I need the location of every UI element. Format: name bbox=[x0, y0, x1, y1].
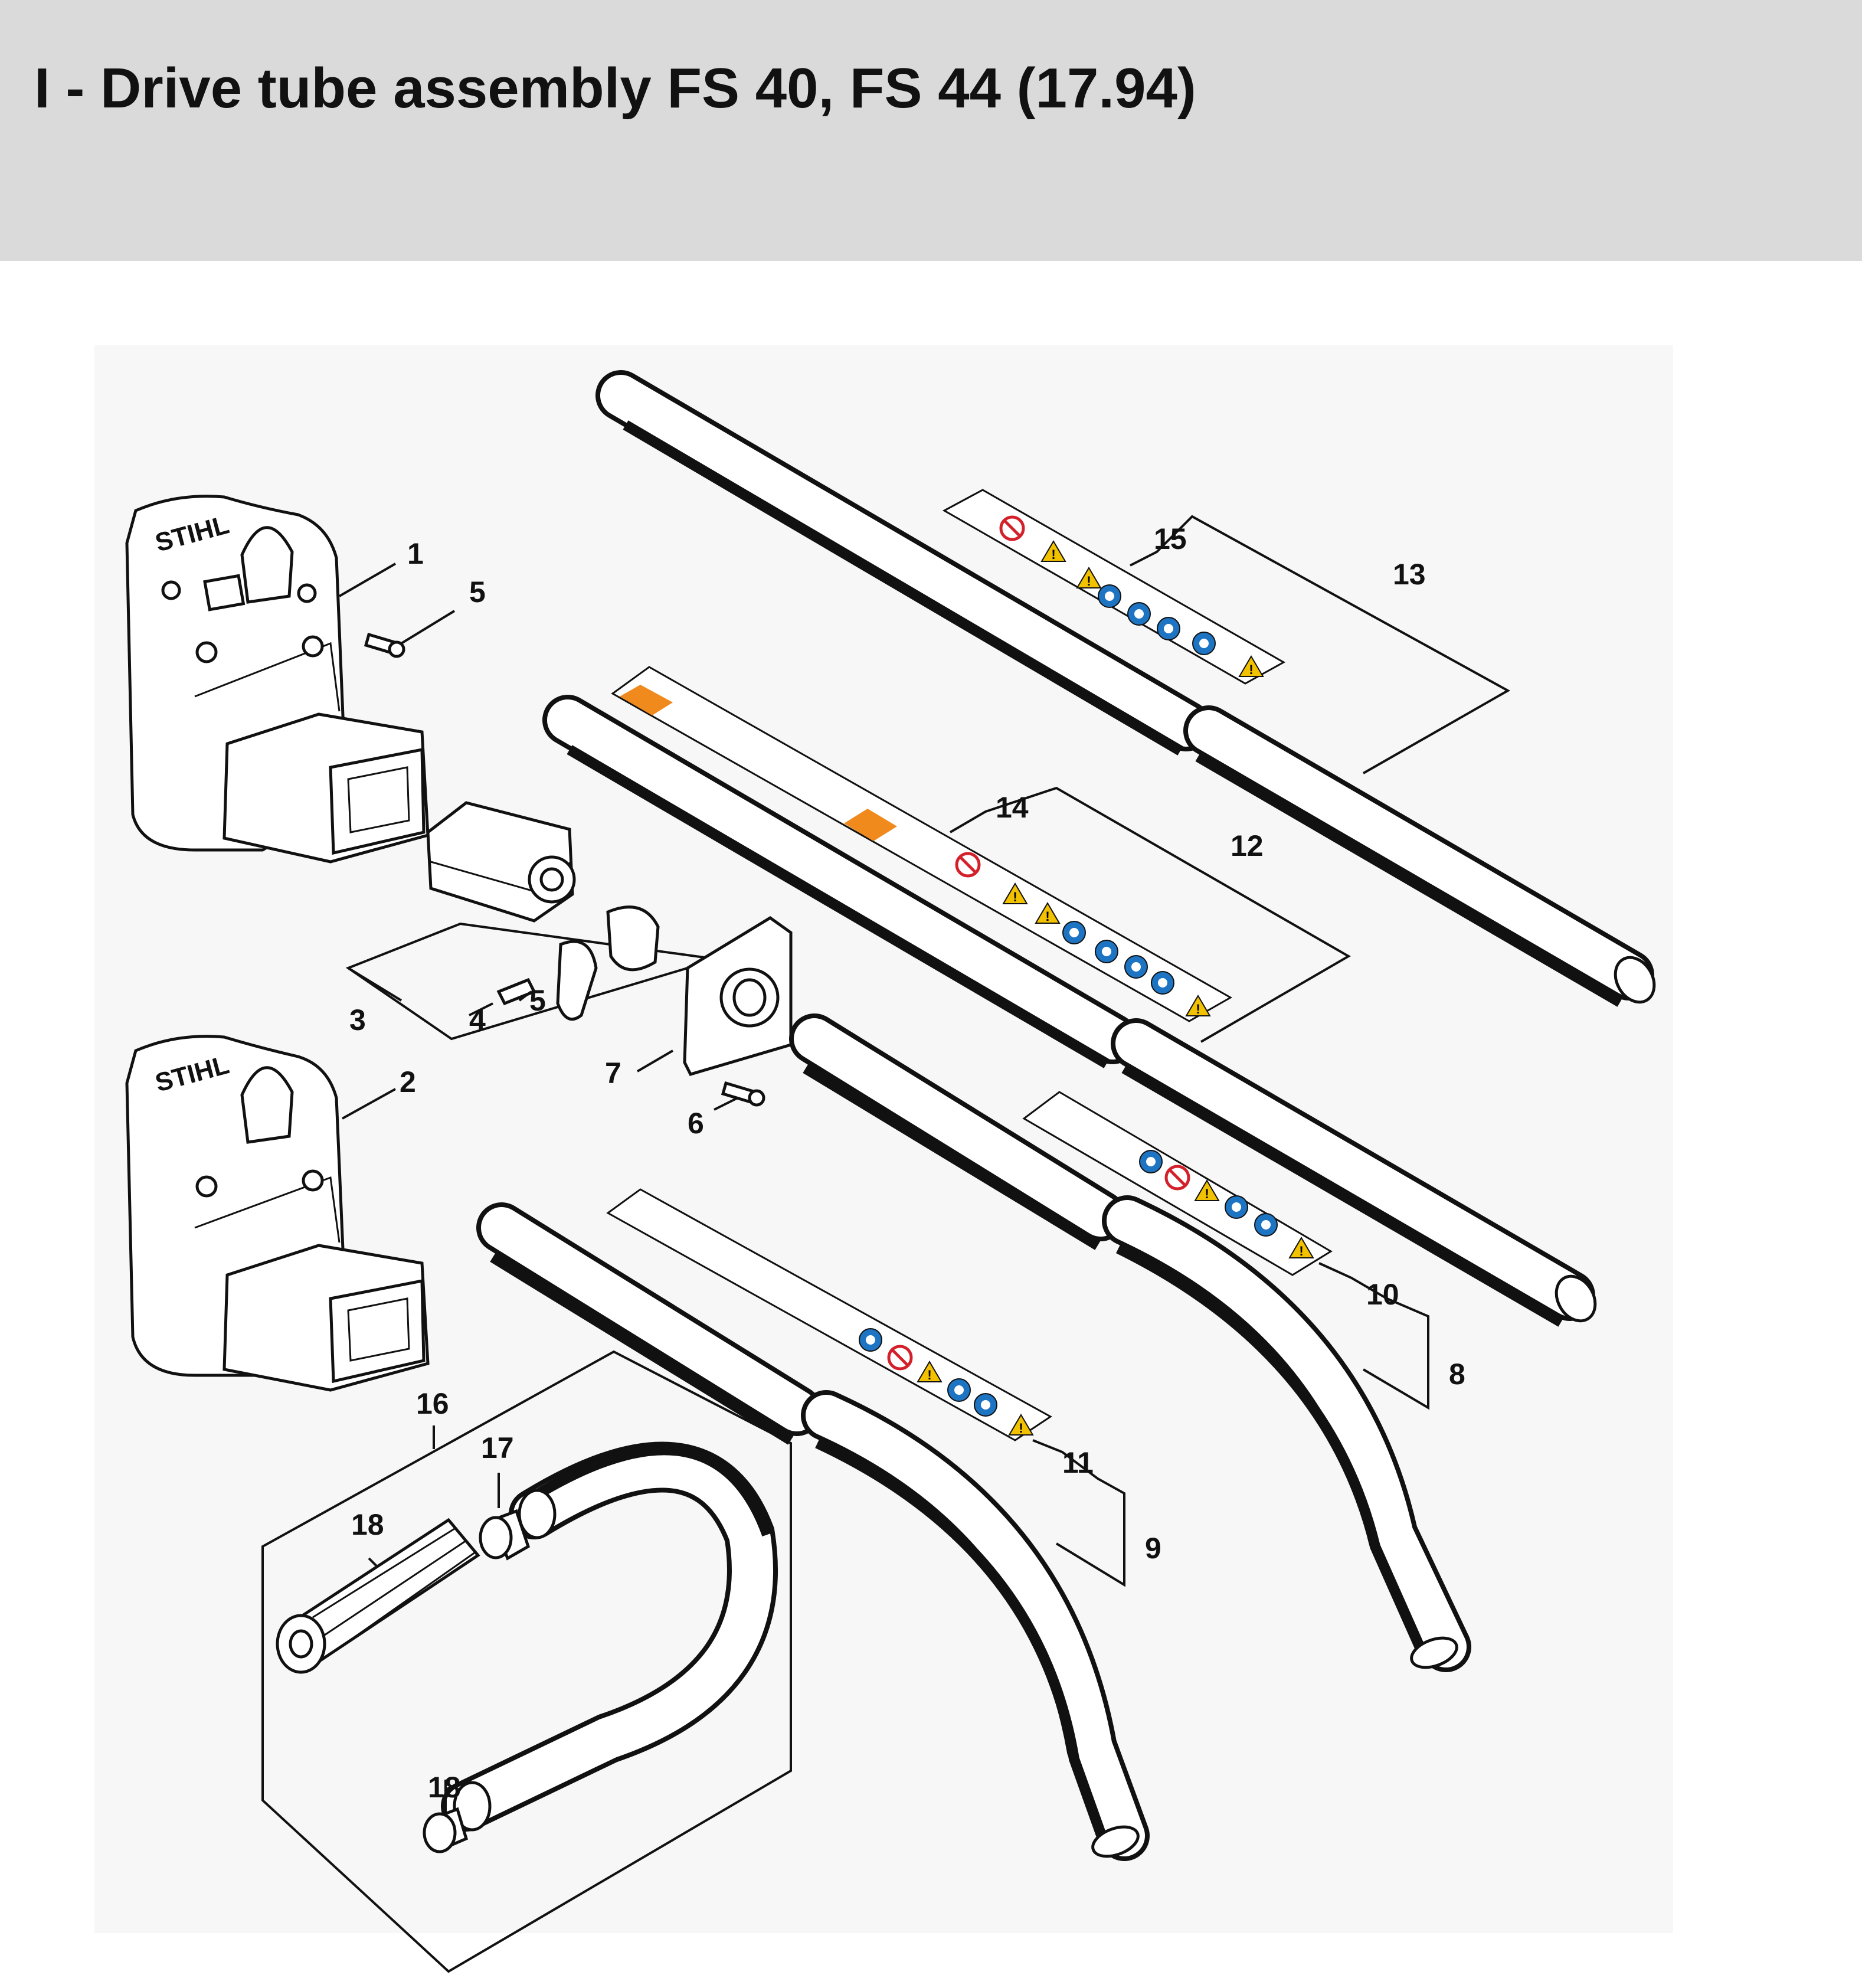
group-bracket-16 bbox=[261, 1350, 792, 1973]
callout-18-lower: 18 bbox=[428, 1771, 461, 1804]
callout-17: 17 bbox=[481, 1431, 514, 1464]
callout-10: 10 bbox=[1366, 1278, 1399, 1311]
callout-5-upper: 5 bbox=[469, 576, 486, 609]
callout-11: 11 bbox=[1062, 1446, 1094, 1479]
warning-label-11 bbox=[606, 1188, 1052, 1441]
callout-1: 1 bbox=[407, 537, 424, 570]
group-bracket-3 bbox=[345, 922, 718, 1041]
callout-5-lower: 5 bbox=[529, 984, 546, 1017]
leader-lines bbox=[338, 515, 1511, 1812]
header-bar: I - Drive tube assembly FS 40, FS 44 (17… bbox=[0, 0, 1862, 261]
sleeve-17 bbox=[479, 1509, 531, 1561]
callout-6: 6 bbox=[688, 1107, 704, 1140]
diagram-background bbox=[94, 345, 1673, 1933]
clamp-halves-4 bbox=[556, 905, 660, 1021]
callout-15: 15 bbox=[1154, 522, 1187, 555]
warning-label-10 bbox=[1022, 1091, 1333, 1276]
screw-5-lower bbox=[496, 977, 536, 1006]
drive-tube-8 bbox=[789, 1013, 1471, 1672]
warning-label-14 bbox=[611, 666, 1233, 1022]
callout-12: 12 bbox=[1231, 829, 1264, 862]
drive-tube-13 bbox=[595, 370, 1656, 1007]
ferrule-18-lower bbox=[423, 1807, 469, 1853]
flexible-shaft bbox=[441, 1441, 778, 1832]
page-title: I - Drive tube assembly FS 40, FS 44 (17… bbox=[34, 57, 1196, 120]
motor-housing-2: STIHL bbox=[125, 1035, 430, 1392]
callout-4: 4 bbox=[469, 1003, 486, 1036]
cover-plate-7 bbox=[683, 916, 793, 1076]
warning-label-15 bbox=[942, 489, 1286, 685]
callout-14: 14 bbox=[996, 791, 1029, 824]
callout-16: 16 bbox=[416, 1387, 449, 1420]
clamp-block-3 bbox=[426, 801, 576, 923]
callout-13: 13 bbox=[1393, 558, 1426, 591]
callout-9: 9 bbox=[1145, 1532, 1161, 1565]
drive-tube-12 bbox=[542, 695, 1597, 1327]
callout-3: 3 bbox=[349, 1003, 366, 1036]
callout-7: 7 bbox=[605, 1057, 621, 1090]
callout-8: 8 bbox=[1449, 1358, 1465, 1391]
callout-2: 2 bbox=[400, 1065, 416, 1098]
ferrule-18-upper bbox=[276, 1518, 480, 1674]
callout-18-upper: 18 bbox=[351, 1508, 384, 1541]
motor-housing-1: STIHL bbox=[125, 495, 430, 864]
drive-tube-9 bbox=[476, 1202, 1150, 1861]
